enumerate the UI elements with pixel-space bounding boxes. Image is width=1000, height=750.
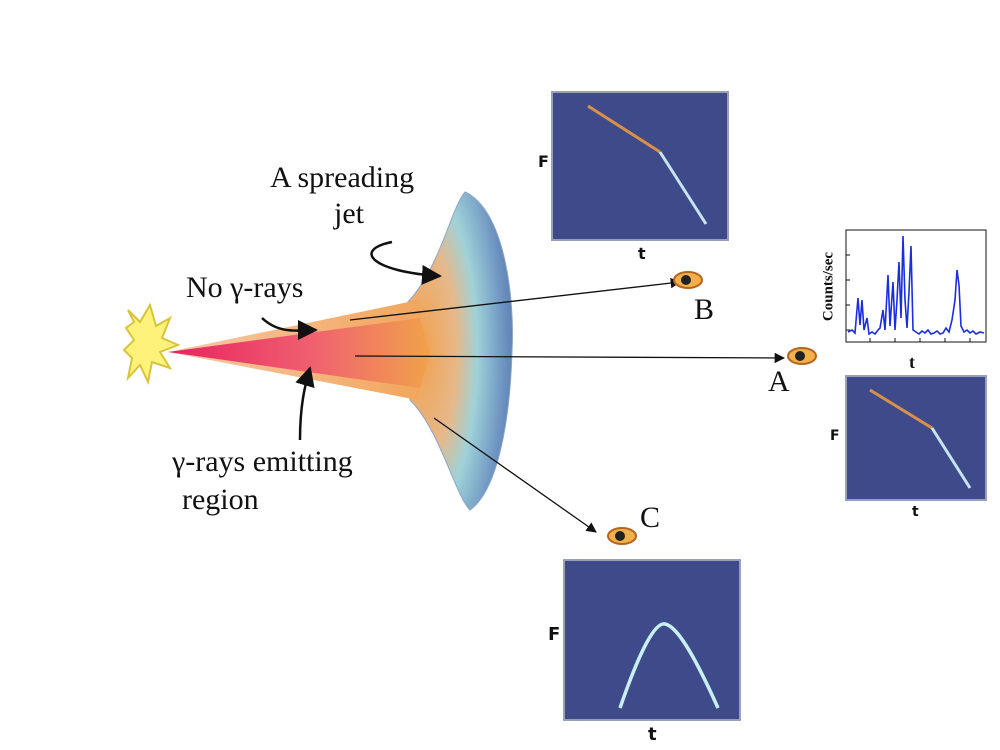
inset-c-x-label: t <box>648 724 657 745</box>
gamma-region-label-line2: region <box>182 483 259 516</box>
inset-c-y-label: F <box>548 624 561 645</box>
pointer-arrow-jet <box>370 240 442 285</box>
inset-lightcurve-a <box>845 229 987 343</box>
inset-a-x-label: t <box>912 504 919 520</box>
spreading-jet-label-line2: jet <box>334 197 364 230</box>
pointer-arrow-gamma-region <box>295 366 315 441</box>
pointer-arrow-no-gamma <box>261 317 318 341</box>
inset-b-y-label: F <box>538 152 549 171</box>
lightcurve-x-label: t <box>909 352 915 372</box>
no-gamma-rays-label: No γ-rays <box>186 271 304 304</box>
sightline-b <box>349 277 682 321</box>
inset-b-x-label: t <box>638 244 646 263</box>
observer-label-c: C <box>640 501 661 534</box>
eye-icon <box>607 527 637 545</box>
rise-fall-curve <box>618 622 720 709</box>
early-decay-segment <box>869 388 933 430</box>
inset-plot-b <box>551 91 729 241</box>
late-decay-segment <box>658 151 708 225</box>
inset-plot-c <box>563 559 741 721</box>
gamma-ray-cone <box>168 318 430 388</box>
inset-plot-a <box>845 375 987 501</box>
lightcurve-ticks <box>846 254 971 342</box>
lightcurve-trace <box>847 235 985 336</box>
observer-label-b: B <box>694 293 715 326</box>
sightline-a <box>354 352 786 364</box>
eye-icon <box>787 347 817 365</box>
inset-a-y-label: F <box>830 428 840 444</box>
burst-flash <box>122 302 181 386</box>
early-decay-segment <box>587 104 661 154</box>
lightcurve-y-label: Counts/sec <box>820 251 837 322</box>
gamma-region-label: γ-rays emitting <box>172 445 353 478</box>
sightline-c <box>433 417 597 533</box>
spreading-jet-label: A spreading <box>270 161 415 194</box>
late-decay-segment <box>930 427 972 489</box>
eye-icon <box>673 271 703 289</box>
observer-label-a: A <box>768 365 790 398</box>
